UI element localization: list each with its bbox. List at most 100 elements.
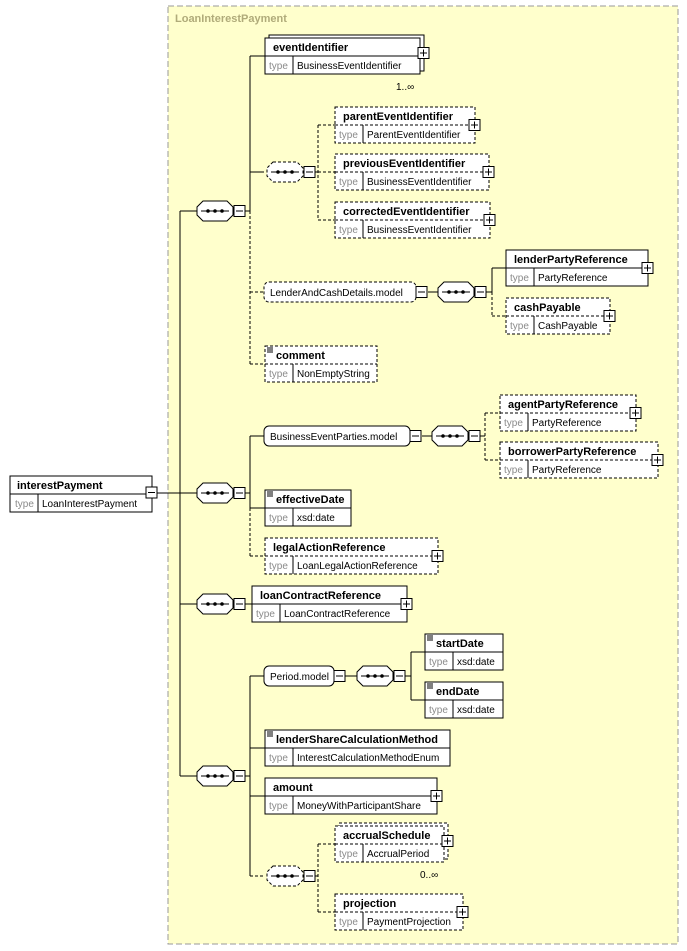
type-label: type xyxy=(504,465,523,476)
element-name: endDate xyxy=(436,686,479,698)
sequence-compositor[interactable] xyxy=(196,765,246,787)
element-name: correctedEventIdentifier xyxy=(343,206,470,218)
group-lender-and-cash-details[interactable]: LenderAndCashDetails.model xyxy=(263,281,417,303)
connectors xyxy=(157,55,506,913)
collapse-button[interactable] xyxy=(145,486,158,499)
element-name: amount xyxy=(273,782,313,794)
element-type: NonEmptyString xyxy=(297,369,370,380)
element-name: startDate xyxy=(436,638,484,650)
expand-button[interactable] xyxy=(441,835,454,847)
element-effectiveDate[interactable]: effectiveDate type xsd:date xyxy=(264,489,352,527)
type-label: type xyxy=(339,177,358,188)
expand-button[interactable] xyxy=(482,166,495,178)
collapse-button[interactable] xyxy=(409,430,422,442)
element-type: BusinessEventIdentifier xyxy=(297,61,402,72)
expand-button[interactable] xyxy=(456,906,469,918)
compositors xyxy=(196,161,487,887)
element-name: projection xyxy=(343,898,396,910)
expand-button[interactable] xyxy=(651,454,664,466)
element-amount[interactable]: amount type MoneyWithParticipantShare xyxy=(264,777,443,815)
group-business-event-parties[interactable]: BusinessEventParties.model xyxy=(263,425,411,447)
element-name: loanContractReference xyxy=(260,590,381,602)
documentation-icon xyxy=(427,683,433,689)
type-label: type xyxy=(510,273,529,284)
collapse-button[interactable] xyxy=(233,770,246,782)
type-label: type xyxy=(339,917,358,928)
expand-button[interactable] xyxy=(641,262,654,274)
element-name: parentEventIdentifier xyxy=(343,111,454,123)
collapse-button[interactable] xyxy=(233,598,246,610)
expand-button[interactable] xyxy=(430,790,443,802)
type-label: type xyxy=(269,753,288,764)
cardinality-label: 1..∞ xyxy=(396,82,414,93)
collapse-button[interactable] xyxy=(303,870,316,882)
type-label: type xyxy=(429,705,448,716)
element-name: comment xyxy=(276,350,325,362)
collapse-button[interactable] xyxy=(233,487,246,499)
documentation-icon xyxy=(267,491,273,497)
element-eventIdentifier[interactable]: eventIdentifier type BusinessEventIdentifi… xyxy=(264,34,430,75)
element-name: lenderPartyReference xyxy=(514,254,628,266)
sequence-compositor[interactable] xyxy=(196,593,246,615)
type-label: type xyxy=(269,61,288,72)
element-type: CashPayable xyxy=(538,321,598,332)
expand-button[interactable] xyxy=(400,598,413,610)
element-type: InterestCalculationMethodEnum xyxy=(297,753,439,764)
collapse-button[interactable] xyxy=(303,166,316,178)
element-lenderPartyReference[interactable]: lenderPartyReference type PartyReference xyxy=(505,249,654,287)
element-type: BusinessEventIdentifier xyxy=(367,177,472,188)
sequence-compositor[interactable] xyxy=(266,865,316,887)
collapse-button[interactable] xyxy=(333,670,346,682)
model-groups: LenderAndCashDetails.model BusinessEvent… xyxy=(263,281,428,687)
expand-button[interactable] xyxy=(629,407,642,419)
expand-button[interactable] xyxy=(603,310,616,322)
sequence-compositor[interactable] xyxy=(196,482,246,504)
type-label: type xyxy=(510,321,529,332)
element-root[interactable]: interestPayment type LoanInterestPayment xyxy=(9,475,153,513)
expand-button[interactable] xyxy=(417,47,430,59)
expand-button[interactable] xyxy=(431,550,444,562)
expand-button[interactable] xyxy=(468,119,481,131)
element-name: eventIdentifier xyxy=(273,42,349,54)
element-type: xsd:date xyxy=(297,513,335,524)
group-period-model[interactable]: Period.model xyxy=(263,665,335,687)
sequence-compositor[interactable] xyxy=(437,281,487,303)
element-type: PartyReference xyxy=(538,273,608,284)
sequence-compositor[interactable] xyxy=(266,161,316,183)
collapse-button[interactable] xyxy=(415,286,428,298)
type-label: type xyxy=(15,499,34,510)
sequence-compositor[interactable] xyxy=(196,200,246,222)
element-type: MoneyWithParticipantShare xyxy=(297,801,421,812)
collapse-button[interactable] xyxy=(393,670,406,682)
collapse-button[interactable] xyxy=(468,430,481,442)
element-name: lenderShareCalculationMethod xyxy=(276,734,438,746)
expand-button[interactable] xyxy=(483,214,496,226)
container-title: LoanInterestPayment xyxy=(175,13,287,25)
element-lenderShareCalculationMethod[interactable]: lenderShareCalculationMethod type Interest… xyxy=(264,729,451,767)
collapse-button[interactable] xyxy=(233,205,246,217)
element-type: PartyReference xyxy=(532,465,602,476)
sequence-compositor[interactable] xyxy=(356,665,406,687)
collapse-button[interactable] xyxy=(474,286,487,298)
type-label: type xyxy=(256,609,275,620)
documentation-icon xyxy=(267,347,273,353)
type-label: type xyxy=(269,513,288,524)
element-name: effectiveDate xyxy=(276,494,344,506)
sequence-compositor[interactable] xyxy=(431,425,481,447)
type-label: type xyxy=(269,801,288,812)
